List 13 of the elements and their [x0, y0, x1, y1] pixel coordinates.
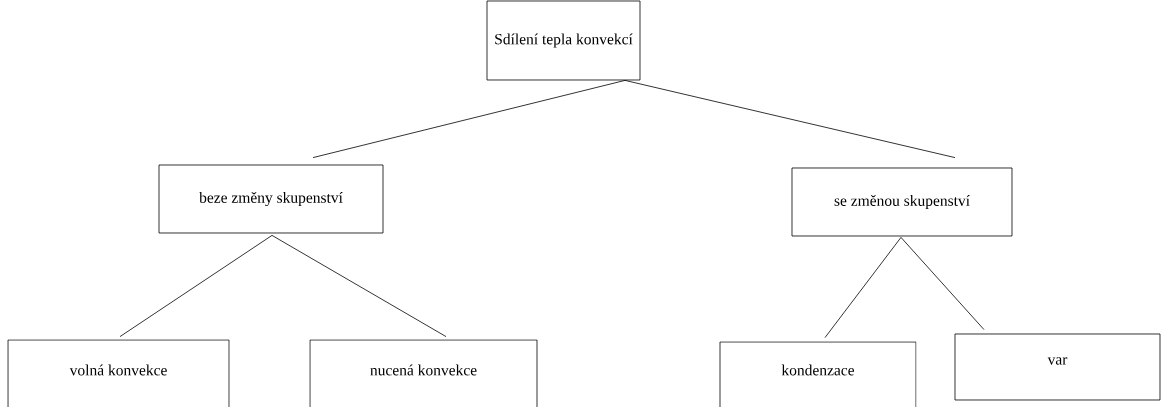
- category-box: kondenzace: [719, 341, 917, 407]
- category-box: nucená konvekce: [309, 339, 538, 407]
- connector-line: [900, 237, 985, 330]
- connector-line: [119, 235, 273, 337]
- category-box: beze změny skupenství: [158, 164, 384, 234]
- category-box: Sdílení tepla konvekcí: [486, 0, 641, 81]
- category-box: var: [954, 333, 1161, 401]
- category-box: se změnou skupenství: [791, 167, 1013, 237]
- category-box: volná konvekce: [7, 339, 230, 407]
- connector-line: [312, 80, 626, 158]
- connector-line: [824, 237, 902, 338]
- connector-line: [271, 235, 447, 337]
- connector-line: [624, 80, 956, 158]
